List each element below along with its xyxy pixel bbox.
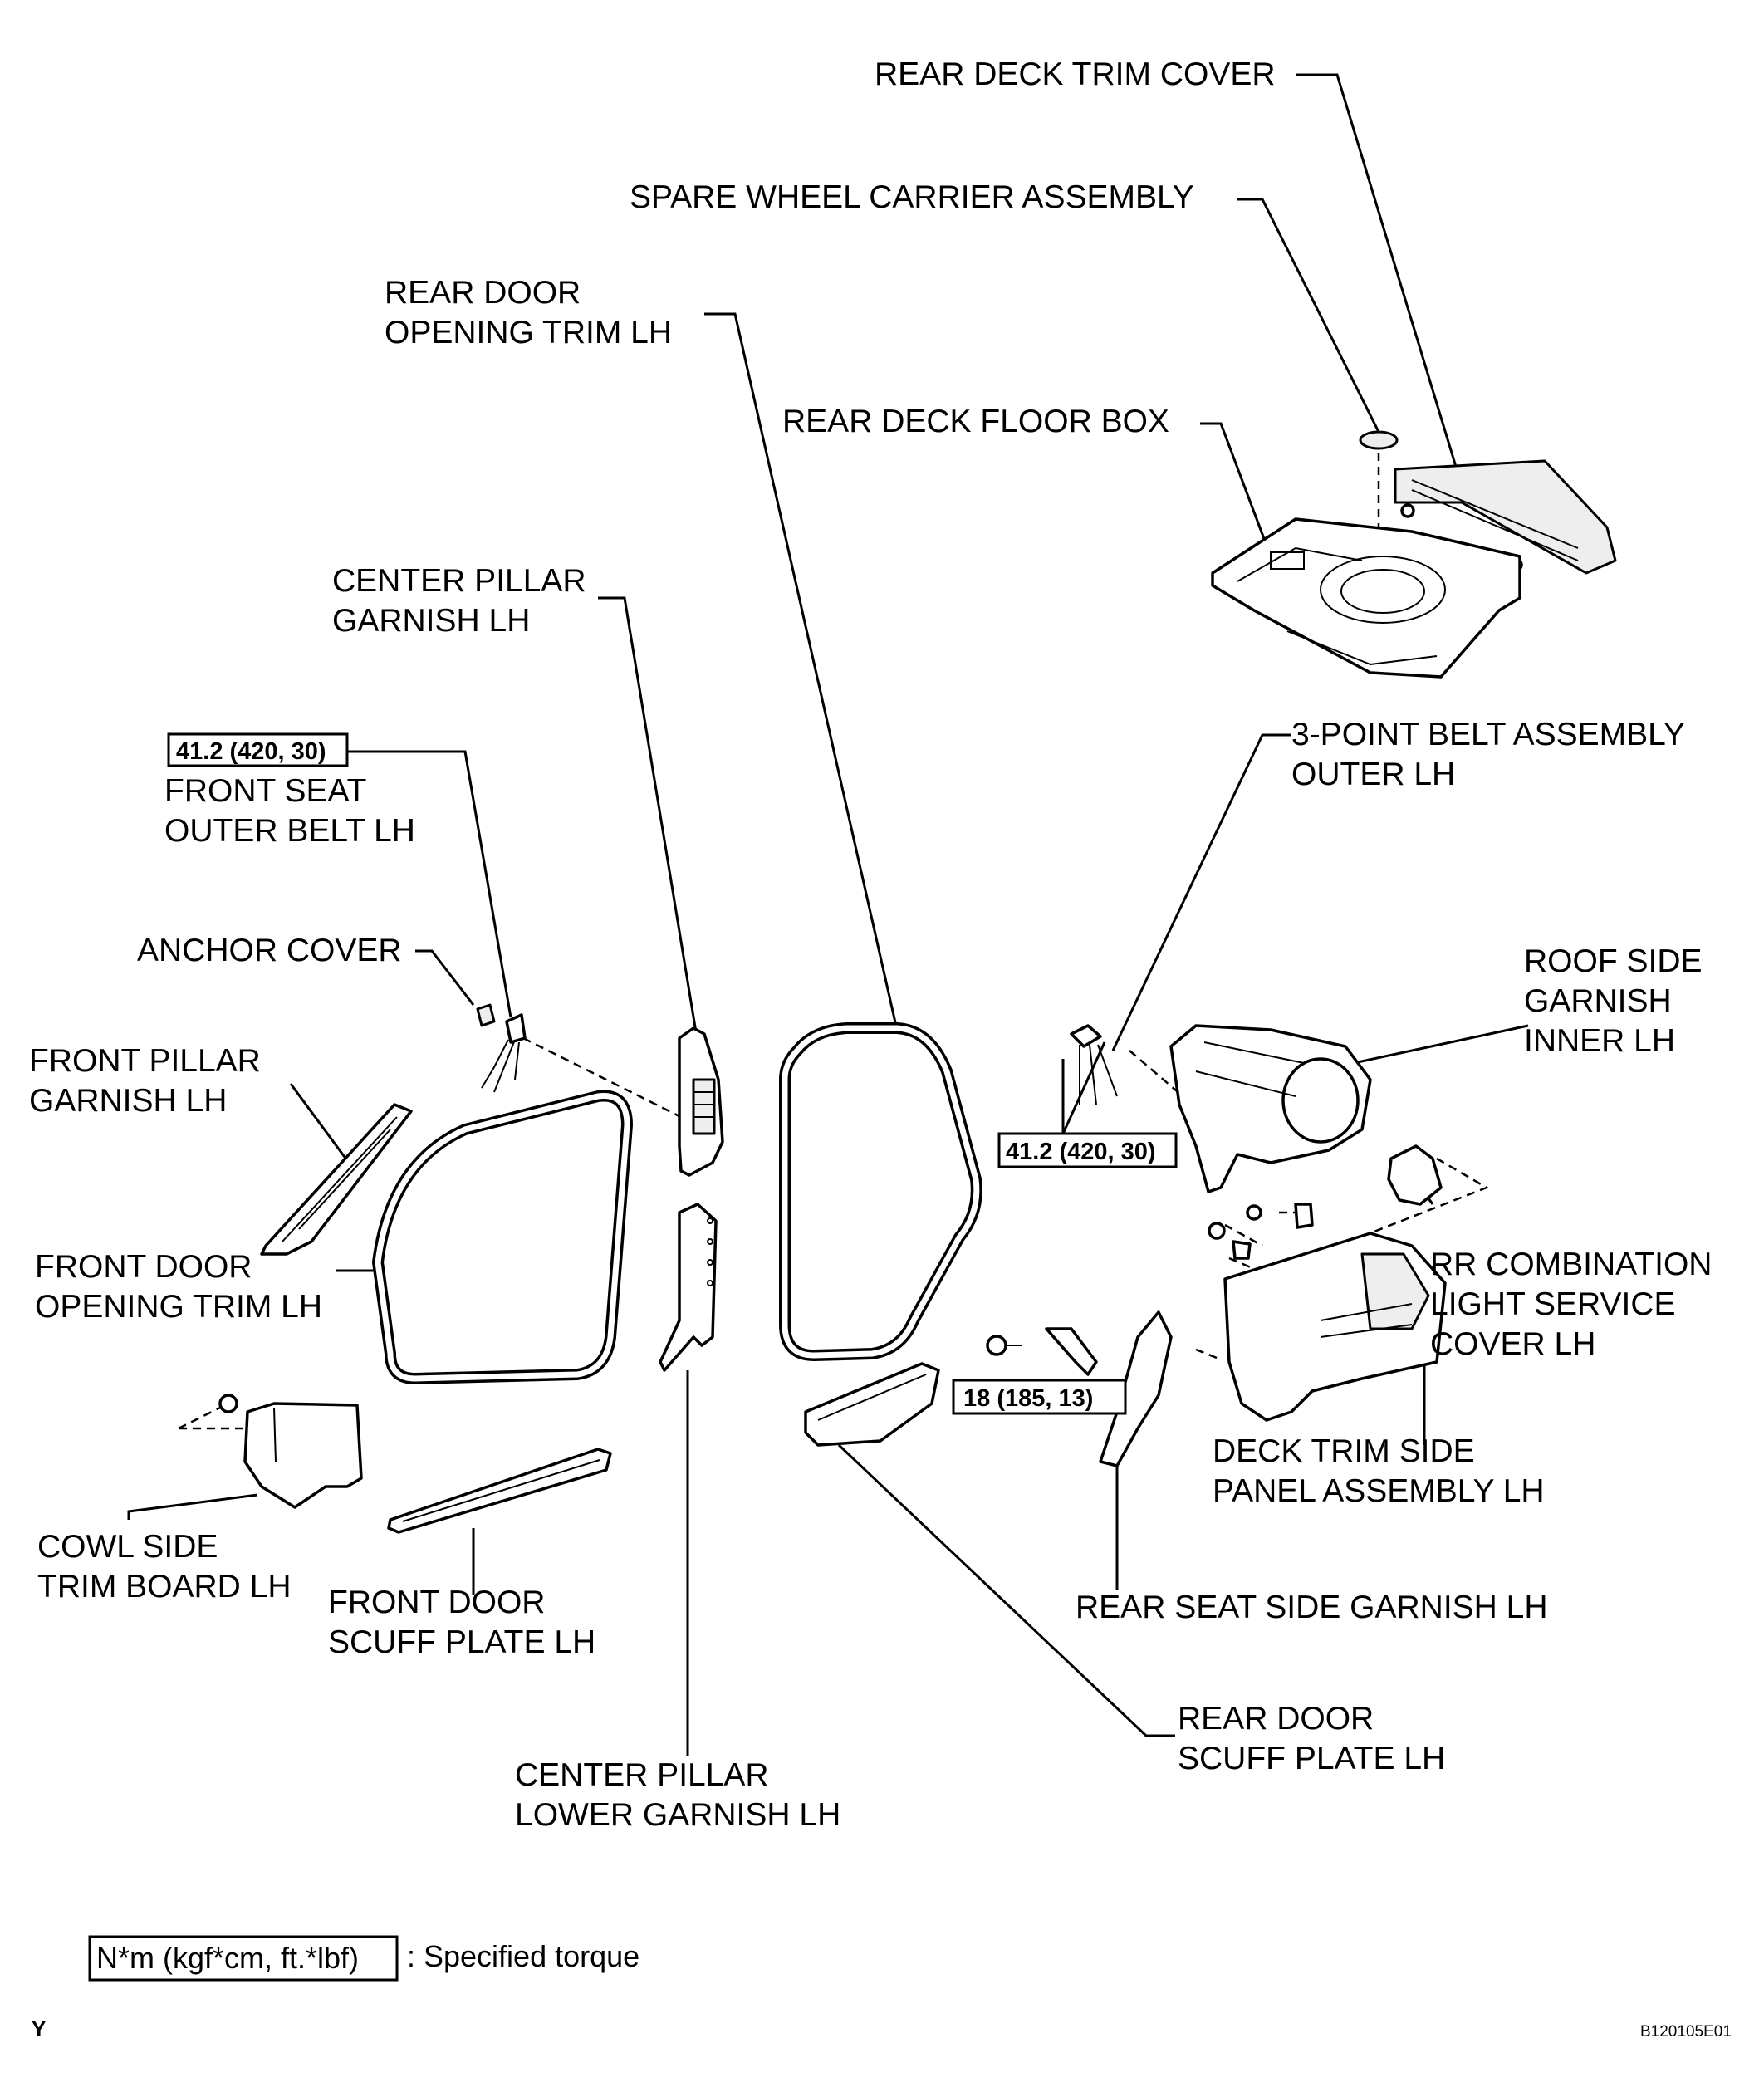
label-center-pillar-lower-2: LOWER GARNISH LH (515, 1797, 840, 1833)
front-door-opening-trim-part (372, 1090, 633, 1384)
rear-deck-floor-box-part (1211, 517, 1521, 679)
label-front-seat-outer-belt-2: OUTER BELT LH (164, 813, 415, 849)
label-front-pillar-garnish-1: FRONT PILLAR (29, 1043, 261, 1079)
label-rear-door-opening-trim-1: REAR DOOR (385, 275, 581, 311)
label-roof-side-garnish-3: INNER LH (1524, 1023, 1675, 1059)
legend-unit-box: N*m (kgf*cm, ft.*lbf) (96, 1941, 359, 1975)
3-point-belt-part (1070, 1024, 1118, 1105)
label-rr-combination-3: COVER LH (1430, 1326, 1595, 1362)
figure-code: B120105E01 (1640, 2023, 1732, 2040)
torque-deck-bolt: 18 (185, 13) (963, 1385, 1093, 1412)
label-front-door-opening-trim-2: OPENING TRIM LH (35, 1289, 322, 1325)
torque-spec-deck-bolt: 18 (185, 13) (952, 1379, 1127, 1415)
front-seat-outer-belt-part (476, 1003, 527, 1093)
torque-3-point-belt: 41.2 (420, 30) (1006, 1139, 1156, 1165)
label-rear-door-scuff-2: SCUFF PLATE LH (1178, 1741, 1445, 1776)
torque-front-seat-belt: 41.2 (420, 30) (176, 738, 326, 765)
label-center-pillar-lower-1: CENTER PILLAR (515, 1757, 769, 1793)
torque-spec-3-point-belt: 41.2 (420, 30) (997, 1132, 1178, 1168)
label-roof-side-garnish-1: ROOF SIDE (1524, 943, 1703, 979)
label-deck-trim-side-2: PANEL ASSEMBLY LH (1213, 1473, 1545, 1509)
label-front-seat-outer-belt-1: FRONT SEAT (164, 773, 366, 809)
rear-door-scuff-plate-part (804, 1362, 940, 1447)
center-pillar-lower-garnish-part (659, 1203, 718, 1372)
labels: REAR DECK TRIM COVER SPARE WHEEL CARRIER… (29, 56, 1712, 1833)
roof-side-garnish-part (1169, 1024, 1372, 1193)
deck-trim-side-panel-part (1208, 1203, 1447, 1422)
center-pillar-garnish-part (678, 1026, 724, 1177)
label-deck-trim-side-1: DECK TRIM SIDE (1213, 1433, 1475, 1469)
front-door-scuff-plate-part (387, 1448, 612, 1534)
rear-seat-side-garnish-part (1099, 1310, 1173, 1467)
label-front-door-scuff-1: FRONT DOOR (328, 1585, 545, 1620)
label-cowl-side-1: COWL SIDE (37, 1529, 218, 1565)
rr-combination-light-cover-part (1387, 1144, 1443, 1206)
deck-bolt-part (986, 1327, 1098, 1376)
label-rear-deck-trim-cover: REAR DECK TRIM COVER (875, 56, 1276, 92)
label-front-door-opening-trim-1: FRONT DOOR (35, 1249, 252, 1285)
label-rear-seat-side-garnish: REAR SEAT SIDE GARNISH LH (1076, 1590, 1548, 1625)
label-cowl-side-2: TRIM BOARD LH (37, 1569, 292, 1604)
label-rr-combination-2: LIGHT SERVICE (1430, 1286, 1676, 1322)
front-pillar-garnish-part (260, 1103, 413, 1256)
label-front-door-scuff-2: SCUFF PLATE LH (328, 1624, 595, 1660)
torque-legend: N*m (kgf*cm, ft.*lbf) : Specified torque (88, 1935, 639, 1982)
label-3-point-belt-1: 3-POINT BELT ASSEMBLY (1291, 717, 1685, 752)
label-rear-deck-floor-box: REAR DECK FLOOR BOX (782, 404, 1169, 439)
cowl-side-trim-board-part (218, 1394, 363, 1509)
label-center-pillar-garnish-1: CENTER PILLAR (332, 563, 586, 599)
label-front-pillar-garnish-2: GARNISH LH (29, 1083, 227, 1119)
torque-spec-front-seat-belt: 41.2 (420, 30) (167, 732, 349, 767)
label-3-point-belt-2: OUTER LH (1291, 757, 1455, 792)
label-rear-door-scuff-1: REAR DOOR (1178, 1701, 1374, 1737)
label-anchor-cover: ANCHOR COVER (137, 933, 402, 968)
rear-door-opening-trim-part (779, 1022, 982, 1362)
label-rr-combination-1: RR COMBINATION (1430, 1247, 1712, 1282)
spare-wheel-carrier-part (1359, 430, 1399, 450)
legend-unit-desc: : Specified torque (407, 1939, 639, 1973)
label-spare-wheel-carrier: SPARE WHEEL CARRIER ASSEMBLY (630, 179, 1194, 215)
label-roof-side-garnish-2: GARNISH (1524, 983, 1672, 1019)
label-center-pillar-garnish-2: GARNISH LH (332, 603, 530, 639)
corner-mark: Y (32, 2016, 46, 2041)
label-rear-door-opening-trim-2: OPENING TRIM LH (385, 315, 672, 350)
